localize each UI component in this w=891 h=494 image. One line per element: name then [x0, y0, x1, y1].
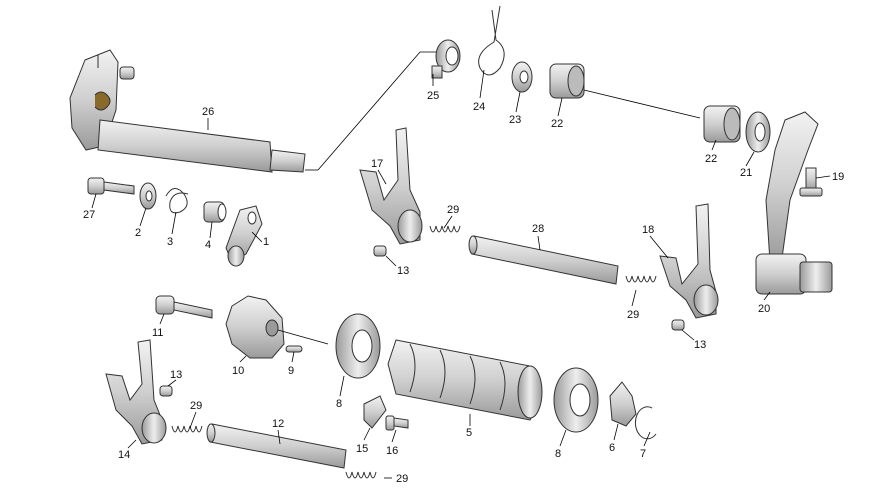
callout-22-lower: 22 [705, 153, 717, 165]
part-25-collar [317, 39, 461, 171]
part-29-spring-lower-left [171, 425, 203, 433]
callout-7: 7 [640, 448, 646, 460]
part-15-plate [363, 395, 387, 429]
part-14-shift-fork [105, 339, 167, 445]
part-18-shift-fork [659, 203, 719, 319]
callout-20: 20 [758, 303, 770, 315]
part-8-bearing-right [553, 367, 599, 433]
callout-23: 23 [509, 114, 521, 126]
callout-8-left: 8 [336, 398, 342, 410]
callout-16: 16 [386, 445, 398, 457]
callout-labels: 26 25 24 23 22 22 21 19 20 27 2 3 4 1 17… [83, 90, 844, 485]
part-29-spring-upper [429, 225, 461, 233]
callout-19: 19 [832, 171, 844, 183]
callout-10: 10 [232, 365, 244, 377]
part-3-torsion-spring [165, 188, 189, 214]
part-20-shift-lever [755, 111, 833, 295]
callout-13-right: 13 [694, 339, 706, 351]
callout-3: 3 [167, 236, 173, 248]
callout-27: 27 [83, 209, 95, 221]
callout-29-lower-right: 29 [396, 473, 408, 485]
part-13-pin-lower [159, 385, 173, 397]
callout-29-lower-left: 29 [190, 400, 202, 412]
callout-2: 2 [135, 227, 141, 239]
callout-18: 18 [642, 224, 654, 236]
callout-17: 17 [371, 158, 383, 170]
part-8-bearing-left [335, 313, 381, 379]
callout-4: 4 [205, 239, 211, 251]
part-19-bolt [799, 167, 823, 197]
part-6-cam-plate [609, 381, 637, 427]
part-28-fork-rod [468, 235, 619, 285]
part-29-spring-lower-right [345, 471, 377, 479]
part-17-shift-fork [359, 127, 423, 245]
callout-8-right: 8 [555, 448, 561, 460]
callout-26: 26 [202, 106, 214, 118]
part-24-spring-clip [478, 5, 505, 76]
part-21-seal [745, 111, 771, 153]
part-13-pin-right [671, 319, 685, 331]
callout-5: 5 [466, 427, 472, 439]
callout-12: 12 [272, 418, 284, 430]
part-22-needle-bearings [549, 63, 741, 143]
callout-9: 9 [288, 365, 294, 377]
callout-6: 6 [609, 442, 615, 454]
callout-13-lower: 13 [170, 369, 182, 381]
part-10-drum-star [225, 295, 329, 359]
part-13-pin-upper [373, 245, 387, 257]
callout-11: 11 [152, 327, 163, 339]
part-29-spring-right [625, 275, 657, 283]
part-1-shift-arm [225, 205, 263, 267]
callout-22-upper: 22 [551, 118, 563, 130]
callout-15: 15 [356, 443, 368, 455]
callout-21: 21 [740, 167, 752, 179]
callout-leaders [91, 55, 831, 479]
part-23-washer [511, 61, 533, 93]
callout-28: 28 [532, 223, 544, 235]
part-12-fork-rod [206, 423, 347, 469]
callout-1: 1 [263, 236, 269, 248]
callout-24: 24 [473, 101, 485, 113]
part-2-washer [139, 182, 157, 210]
callout-29-upper: 29 [447, 204, 459, 216]
part-26-shift-shaft [69, 49, 318, 173]
part-11-bolt [155, 295, 213, 319]
part-7-circlip [634, 406, 657, 440]
part-9-dowel-pin [285, 345, 303, 353]
part-5-shift-drum [387, 339, 543, 421]
callout-14: 14 [118, 449, 130, 461]
callout-13-upper: 13 [397, 265, 409, 277]
part-16-screw [385, 415, 409, 431]
callout-29-right: 29 [627, 309, 639, 321]
part-27-bolt [87, 177, 135, 195]
part-4-bushing [203, 201, 227, 223]
callout-25: 25 [427, 90, 439, 102]
